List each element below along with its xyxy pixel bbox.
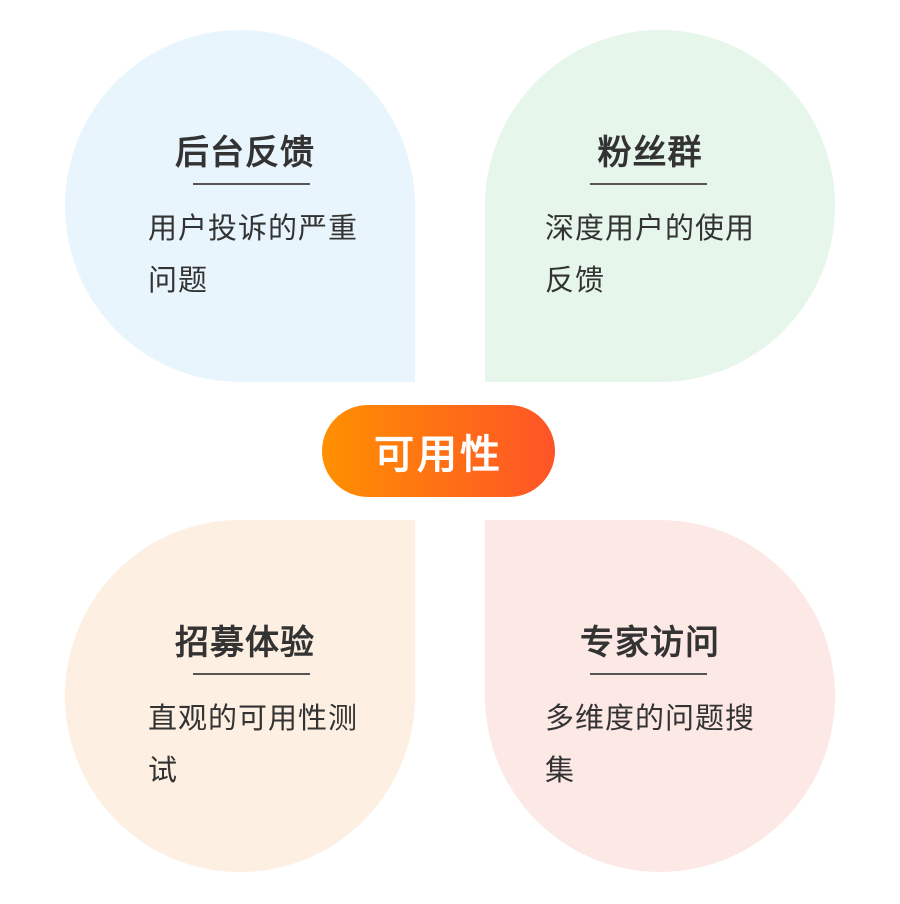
divider: [193, 673, 310, 675]
divider: [590, 183, 707, 185]
petal-title: 专家访问: [580, 623, 720, 663]
petal-title: 招募体验: [175, 623, 315, 663]
petal-description: 深度用户的使用反馈: [545, 211, 756, 297]
petal-backend-feedback: 后台反馈 用户投诉的严重问题: [65, 30, 415, 382]
divider: [590, 673, 707, 675]
petal-description: 用户投诉的严重问题: [148, 211, 359, 297]
petal-expert-interview: 专家访问 多维度的问题搜集: [485, 520, 835, 872]
divider: [193, 183, 310, 185]
petal-description: 直观的可用性测试: [148, 701, 359, 787]
petal-title: 后台反馈: [175, 133, 315, 173]
center-usability-pill: 可用性: [322, 405, 555, 497]
petal-fan-group: 粉丝群 深度用户的使用反馈: [485, 30, 835, 382]
petal-title: 粉丝群: [597, 133, 703, 173]
petal-description: 多维度的问题搜集: [545, 701, 756, 787]
petal-recruit-testing: 招募体验 直观的可用性测试: [65, 520, 415, 872]
